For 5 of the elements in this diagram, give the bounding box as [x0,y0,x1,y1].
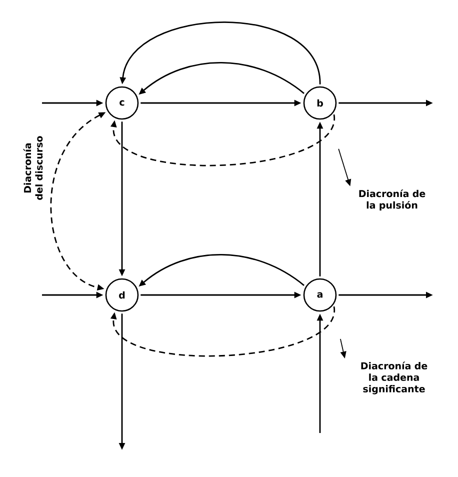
dashed-arrow [110,306,335,356]
annotation-text: Diacronía de la pulsión [359,189,426,211]
dashed-arrow [110,114,335,166]
annotation-text: Diacronía de la cadena significante [361,362,428,394]
rotated-label: Diacronía del discurso [23,136,43,200]
